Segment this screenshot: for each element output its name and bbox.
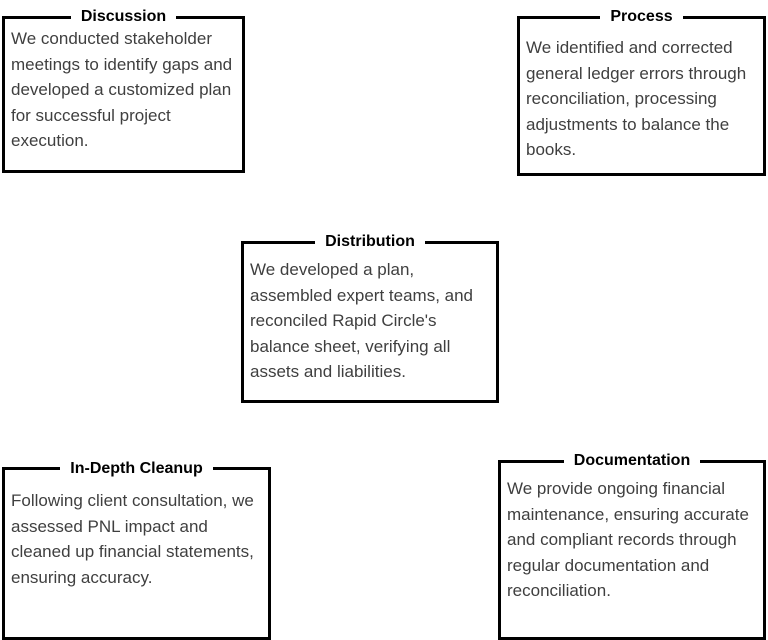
card-distribution-body: We developed a plan, assembled expert te… [250,260,474,381]
card-documentation-title: Documentation [563,452,701,470]
card-indepth-cleanup-body: Following client consultation, we assess… [11,491,254,587]
card-documentation: Documentation We provide ongoing financi… [498,452,766,640]
card-indepth-cleanup-title: In-Depth Cleanup [60,459,213,478]
card-documentation-body: We provide ongoing financial maintenance… [507,479,749,600]
card-distribution: Distribution We developed a plan, assemb… [241,233,499,403]
card-indepth-cleanup: In-Depth Cleanup Following client consul… [2,459,271,640]
card-process-body: We identified and corrected general ledg… [526,38,747,159]
card-process-title: Process [600,8,683,26]
card-discussion-title: Discussion [70,8,177,26]
card-distribution-title: Distribution [315,233,425,251]
card-discussion: Discussion We conducted stakeholder meet… [2,8,245,173]
card-discussion-body: We conducted stakeholder meetings to ide… [11,29,233,150]
card-process: Process We identified and corrected gene… [517,8,766,176]
